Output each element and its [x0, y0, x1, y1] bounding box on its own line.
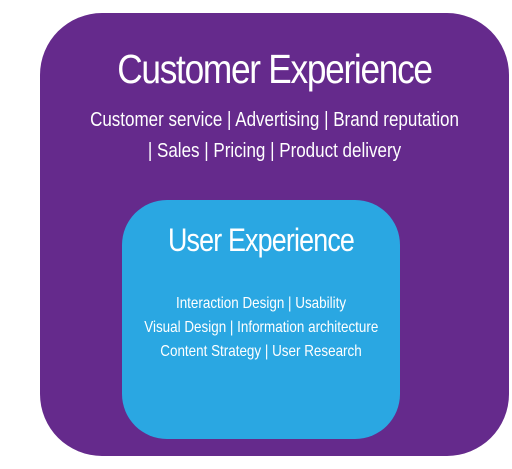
customer-experience-line-2: | Sales | Pricing | Product delivery — [147, 140, 402, 162]
customer-experience-title: Customer Experience — [117, 46, 433, 92]
user-experience-line-1: Interaction Design | Usability — [175, 295, 347, 312]
customer-experience-box: Customer Experience Customer service | A… — [40, 13, 509, 456]
user-experience-line-3: Content Strategy | User Research — [160, 343, 362, 360]
customer-experience-items: Customer service | Advertising | Brand r… — [40, 105, 509, 167]
user-experience-line-2: Visual Design | Information architecture — [144, 319, 379, 336]
user-experience-box: User Experience Interaction Design | Usa… — [122, 200, 400, 439]
customer-experience-line-1: Customer service | Advertising | Brand r… — [90, 109, 459, 131]
user-experience-items: Interaction Design | Usability Visual De… — [122, 292, 400, 364]
user-experience-title: User Experience — [167, 222, 355, 258]
